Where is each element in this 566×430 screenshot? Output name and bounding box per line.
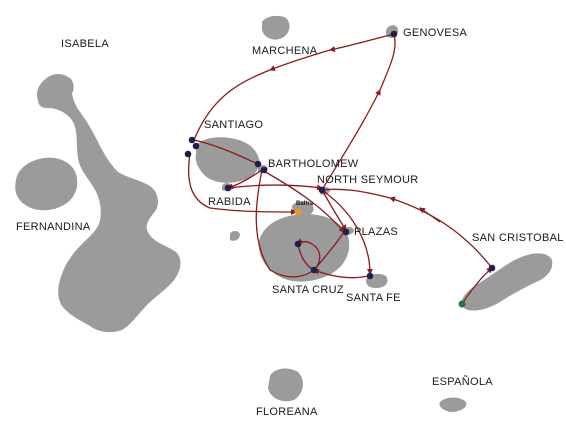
isabela-island [36,74,181,333]
stop-rabida [224,184,232,192]
route-san-cristobal-to-north-seymour [321,188,493,269]
route-santa-cruz-to-plazas [313,231,345,271]
stop-santiago-2 [192,142,200,150]
label-santiago: SANTIAGO [204,119,264,131]
route-seymour-to-santa-fe [321,189,373,275]
stop-santa-cruz-port [310,266,318,274]
route-marchena-west [269,49,331,71]
route-north-seymour-to-genovesa [321,89,381,191]
label-floreana: FLOREANA [256,406,318,418]
fernandina-island [15,157,78,211]
stop-santa-fe [366,272,374,280]
isabela-north-lobe [48,76,74,100]
route-san-cristobal-start [461,267,493,305]
label-genovesa: GENOVESA [403,27,468,39]
stop-north-seymour [318,186,326,194]
label-rabida: RABIDA [208,196,251,208]
route-bartholomew-loop-down [255,169,315,278]
stop-genovesa [390,30,398,38]
route-bartholomew-to-plazas [261,169,345,233]
label-marchena: MARCHENA [252,45,318,57]
label-bartholomew: BARTHOLOMEW [268,158,359,170]
santiago-island [195,137,260,183]
route-genovesa-to-marchena [329,33,395,52]
stops-layer [184,30,496,308]
route-santiago-down [187,153,297,215]
stop-san-cristobal [488,264,496,272]
label-plazas: PLAZAS [354,226,398,238]
santa-cruz-island [258,214,350,282]
stop-bartholomew-1 [254,160,262,168]
route-marchena-to-santiago [193,69,271,141]
label-baltra: Baltra [296,201,314,207]
route-santa-cruz-highlands-loop [297,238,321,271]
pinzon-island [230,231,240,241]
route-rabida-to-north-seymour [227,184,323,191]
stop-santiago-1 [188,136,196,144]
stop-santa-cruz-highlands [294,240,302,248]
stop-plazas [342,228,350,236]
label-espanola: ESPAÑOLA [432,376,493,388]
route-santiago-to-bartholomew [193,139,259,165]
label-santa-cruz: SANTA CRUZ [272,284,344,296]
route-genovesa-approach [379,33,396,91]
floreana-island [268,368,303,402]
stop-start-san-cristobal [458,300,466,308]
routes-layer [187,33,493,305]
label-fernandina: FERNANDINA [16,221,91,233]
islands-layer [15,15,553,412]
label-san-cristobal: SAN CRISTOBAL [472,232,564,244]
san-cristobal-island [461,253,553,311]
label-isabela: ISABELA [61,38,109,50]
label-north-seymour: NORTH SEYMOUR [317,174,419,186]
stop-baltra-airport [294,208,302,216]
label-santa-fe: SANTA FE [346,292,401,304]
route-santa-fe-to-santa-cruz [313,268,369,279]
espanola-island [439,397,467,412]
route-seymour-arrow-mid [419,207,441,223]
stop-santiago-3 [184,150,192,158]
stop-bartholomew-2 [260,166,268,174]
marchena-island [262,15,290,40]
